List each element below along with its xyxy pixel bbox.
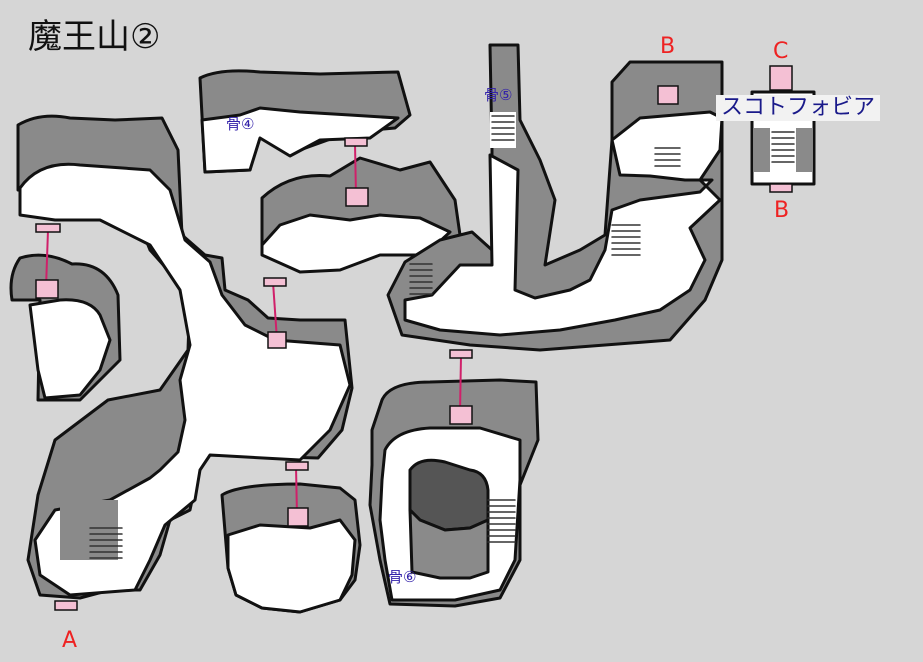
exit-label-b-legend: B — [774, 198, 790, 223]
exit-label-c: C — [773, 39, 789, 64]
left-winding-cavern — [16, 114, 354, 600]
door-markers — [35, 65, 793, 611]
exit-label-b-top: B — [660, 34, 676, 59]
bone-label-4: 骨④ — [226, 115, 255, 133]
bottom-right-room — [368, 378, 540, 608]
bone-label-5: 骨⑤ — [484, 86, 513, 104]
legend-scotophobia: スコトフォビア — [716, 95, 881, 121]
left-pocket-room — [9, 253, 122, 402]
top-bone-room — [198, 69, 412, 174]
mid-cavern — [260, 156, 462, 274]
bone-label-6: 骨⑥ — [388, 568, 417, 586]
exit-label-a: A — [62, 628, 78, 653]
bottom-center-room — [220, 482, 362, 614]
upper-right-chamber — [386, 43, 724, 352]
map-title: 魔王山② — [28, 17, 161, 57]
